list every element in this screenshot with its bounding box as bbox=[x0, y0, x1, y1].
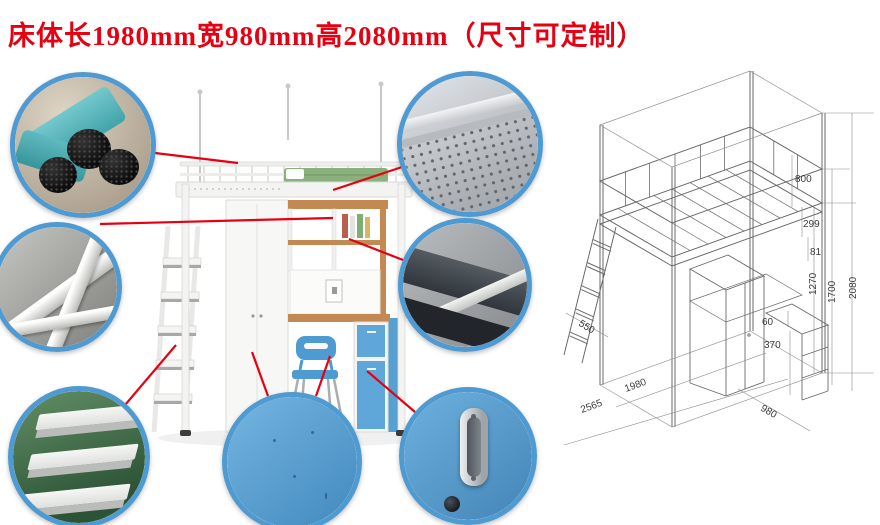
rubber-foot bbox=[39, 157, 77, 193]
door-handle-photo bbox=[404, 392, 532, 520]
ladder bbox=[151, 225, 202, 433]
dim-1700: 1700 bbox=[827, 280, 838, 303]
rubber-foot bbox=[99, 149, 139, 185]
dim-550: 550 bbox=[576, 318, 596, 336]
dim-81: 81 bbox=[810, 247, 822, 258]
recessed-handle bbox=[460, 408, 488, 486]
dim-370: 370 bbox=[764, 340, 781, 351]
canopy-poles bbox=[199, 86, 382, 184]
panel-speck bbox=[273, 439, 276, 442]
panel-speck bbox=[325, 493, 327, 499]
dim-299: 299 bbox=[803, 219, 820, 230]
foot-pads-photo bbox=[15, 77, 151, 213]
callout-frame-tubes bbox=[0, 222, 122, 352]
callout-door-handle bbox=[399, 387, 537, 525]
panel-surface-photo bbox=[227, 397, 357, 525]
ladder-step bbox=[19, 483, 131, 511]
dim-800: 800 bbox=[795, 174, 812, 185]
callout-perforated-deck bbox=[397, 71, 543, 217]
panel-speck bbox=[293, 475, 296, 478]
perforated-deck-photo bbox=[402, 76, 538, 212]
iso-cabinet bbox=[688, 254, 830, 401]
handle-slot bbox=[467, 417, 481, 477]
callout-ladder-steps bbox=[8, 386, 150, 525]
dimension-drawing: 800 299 81 1270 1700 2080 60 370 550 198… bbox=[563, 70, 874, 446]
dim-1980: 1980 bbox=[623, 377, 648, 395]
screw bbox=[471, 414, 476, 419]
page-title: 床体长1980mm宽980mm高2080mm（尺寸可定制） bbox=[8, 21, 645, 51]
frame-tubes-photo bbox=[0, 227, 117, 347]
dim-2080: 2080 bbox=[848, 276, 859, 299]
screw bbox=[471, 476, 476, 481]
callout-foot-pads bbox=[10, 72, 156, 218]
desk-hutch bbox=[287, 200, 388, 315]
beam-joint-photo bbox=[403, 223, 527, 347]
ladder-steps-photo bbox=[13, 391, 145, 523]
dim-2565: 2565 bbox=[579, 398, 604, 416]
lock-keyhole bbox=[444, 496, 460, 512]
dim-980: 980 bbox=[759, 403, 779, 421]
callout-panel-surface bbox=[222, 392, 362, 525]
dimension-labels: 800 299 81 1270 1700 2080 60 370 550 198… bbox=[576, 174, 859, 421]
iso-ladder bbox=[563, 218, 617, 364]
panel-speck bbox=[311, 431, 314, 434]
iso-bed-frame bbox=[598, 70, 826, 428]
dim-1270: 1270 bbox=[808, 272, 819, 295]
ladder-step bbox=[27, 443, 139, 471]
side-panel-blue bbox=[386, 318, 402, 432]
dimension-lines bbox=[563, 112, 874, 446]
dim-60: 60 bbox=[762, 317, 774, 328]
ladder-step bbox=[35, 403, 145, 431]
callout-beam-joint bbox=[398, 218, 532, 352]
top-bunk bbox=[175, 161, 413, 198]
